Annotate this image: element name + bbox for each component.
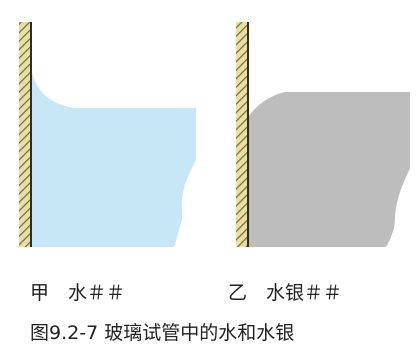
figure-illustration — [19, 22, 410, 247]
glass-wall-left — [19, 22, 31, 247]
mercury-panel — [236, 22, 410, 247]
figure-caption: 图9.2-7 玻璃试管中的水和水银 — [30, 322, 295, 344]
water-body — [32, 72, 196, 247]
panel-label-water: 甲 水＃＃ — [30, 282, 126, 304]
glass-wall-right — [236, 22, 248, 247]
mercury-body — [249, 92, 410, 247]
panel-label-mercury: 乙 水银＃＃ — [228, 282, 343, 304]
water-panel — [19, 22, 196, 247]
